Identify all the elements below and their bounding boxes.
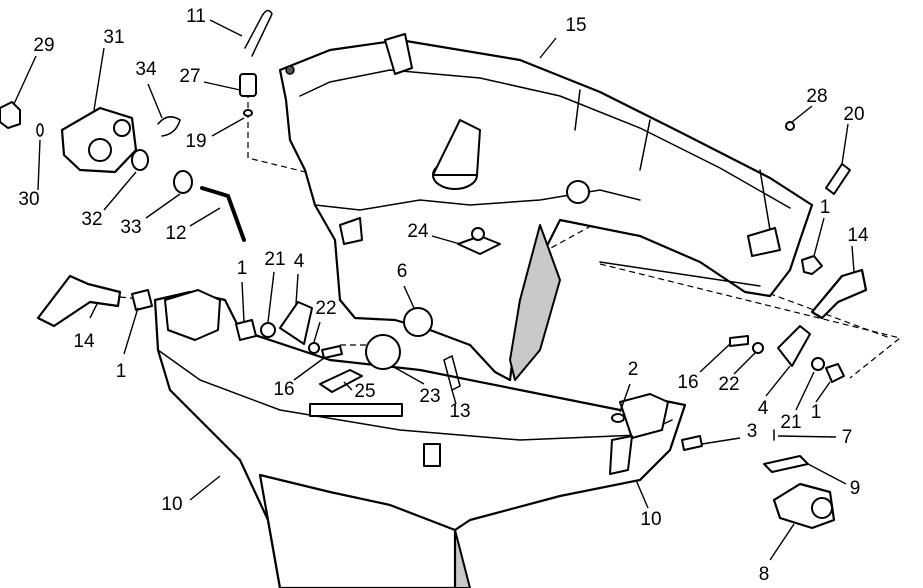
- callout-33: 33: [120, 217, 141, 238]
- washer-21b: [811, 357, 825, 371]
- callout-15: 15: [565, 15, 586, 36]
- callout-6: 6: [397, 261, 408, 282]
- upper-cowl: [278, 33, 814, 382]
- washer-21a: [260, 322, 276, 338]
- callout-19: 19: [185, 131, 206, 152]
- grommet-23: [365, 334, 401, 370]
- callout-10-left: 10: [161, 494, 182, 515]
- callout-20: 20: [843, 104, 864, 125]
- washer-22b: [752, 342, 764, 354]
- callout-27: 27: [179, 66, 200, 87]
- callout-1-right-top: 1: [820, 197, 831, 218]
- plate-4b: [777, 325, 811, 367]
- callout-7: 7: [842, 427, 853, 448]
- oring-30: [36, 123, 44, 137]
- leader-lines: [13, 19, 855, 561]
- clip-13: [443, 354, 461, 392]
- callout-34: 34: [135, 59, 157, 80]
- callout-31: 31: [103, 27, 124, 48]
- stud-25: [319, 369, 363, 393]
- clip-34: [157, 116, 181, 137]
- callout-3: 3: [747, 421, 758, 442]
- nut-1b: [235, 319, 257, 341]
- callout-4-right: 4: [758, 398, 769, 419]
- callout-8: 8: [759, 564, 770, 585]
- callout-2: 2: [628, 359, 639, 380]
- grommet-29: [0, 101, 21, 129]
- callout-23: 23: [419, 386, 440, 407]
- bracket-24: [457, 235, 501, 255]
- washer-2: [611, 413, 625, 423]
- nut-1c: [131, 289, 153, 311]
- screw-16b: [729, 335, 749, 347]
- callout-10-right: 10: [640, 509, 661, 530]
- callout-11: 11: [186, 6, 206, 27]
- callout-21-left: 21: [264, 249, 285, 270]
- callout-1-left: 1: [116, 361, 127, 382]
- callout-labels: 11 15 29 31 34 27 19 30 32 33 12 28 20 1…: [18, 6, 869, 585]
- plate-4a: [279, 301, 313, 345]
- screw-16a: [321, 345, 343, 359]
- callout-21-right: 21: [780, 412, 801, 433]
- callout-16-left: 16: [273, 379, 294, 400]
- wire-link-11: [244, 9, 273, 57]
- bolt-20: [825, 163, 851, 195]
- small-parts: [0, 9, 868, 530]
- nut-1a: [801, 255, 823, 275]
- latch-handle-14a: [36, 274, 122, 328]
- lower-cowl: [153, 289, 687, 588]
- callout-22-right: 22: [718, 374, 739, 395]
- callout-12: 12: [165, 223, 186, 244]
- callout-22-left: 22: [315, 298, 336, 319]
- callout-1-right-bottom: 1: [811, 402, 822, 423]
- callout-32: 32: [81, 209, 102, 230]
- screw-3: [681, 435, 703, 451]
- washer-32: [131, 149, 149, 171]
- nut-28: [785, 121, 795, 131]
- callout-30: 30: [18, 189, 39, 210]
- callout-25: 25: [354, 381, 375, 402]
- callout-9: 9: [850, 478, 861, 499]
- plate-9: [763, 455, 809, 473]
- callout-28: 28: [806, 86, 827, 107]
- callout-29: 29: [33, 35, 54, 56]
- grommet-6: [403, 307, 433, 337]
- callout-14-left: 14: [73, 331, 95, 352]
- fitting-27: [239, 73, 257, 97]
- callout-14-right: 14: [847, 225, 869, 246]
- callout-4-left: 4: [294, 251, 305, 272]
- ring-33: [173, 170, 193, 194]
- oring-19: [243, 109, 253, 117]
- washer-22a: [308, 342, 320, 354]
- callout-24: 24: [407, 221, 429, 242]
- callout-13: 13: [449, 401, 470, 422]
- nut-1d: [825, 363, 845, 383]
- rod-12: [200, 186, 246, 242]
- callout-1-center: 1: [237, 258, 248, 279]
- callout-16-right: 16: [677, 372, 698, 393]
- latch-handle-14b: [810, 268, 868, 320]
